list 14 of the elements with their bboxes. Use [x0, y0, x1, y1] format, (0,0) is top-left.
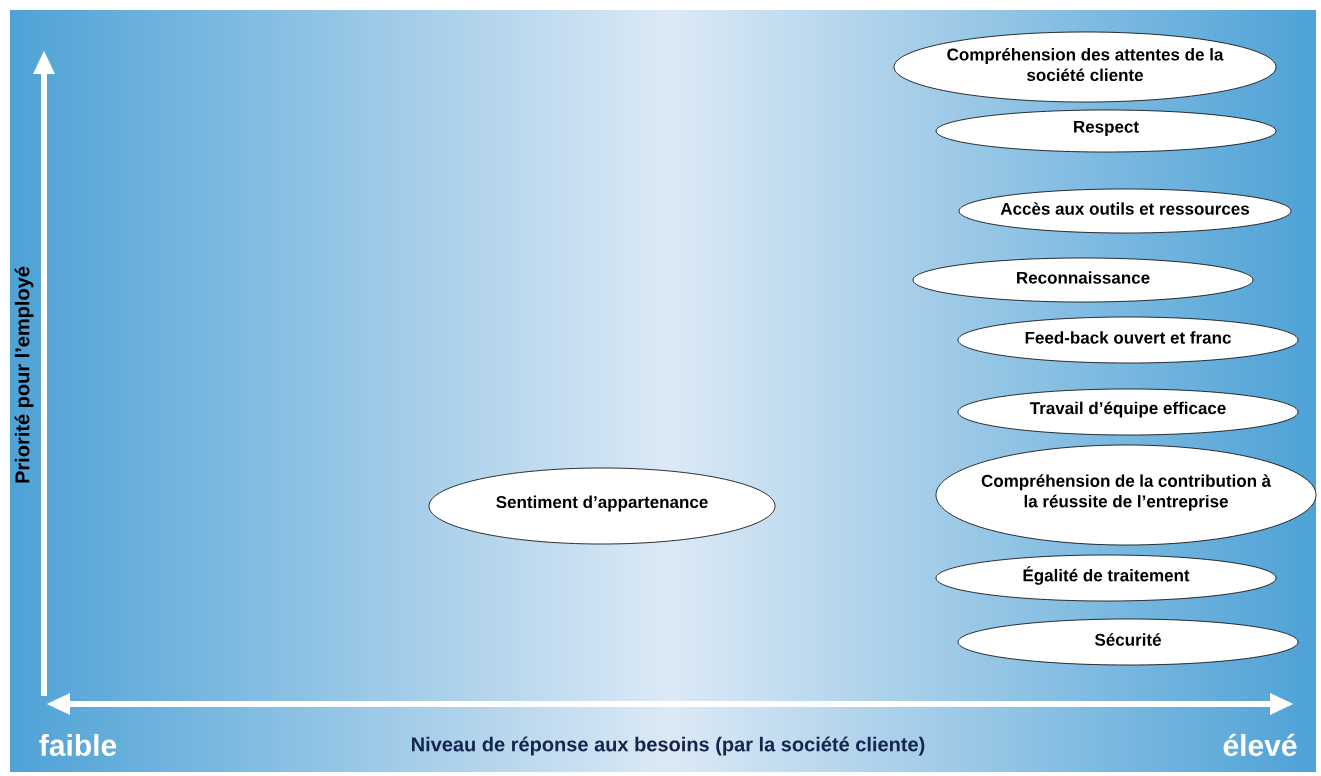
ellipse-node: Compréhension des attentes de la société cliente — [893, 31, 1277, 103]
ellipse-node: Feed-back ouvert et franc — [957, 316, 1299, 364]
ellipse-node: Travail d’équipe efficace — [957, 388, 1299, 436]
axis-title: Niveau de réponse aux besoins (par la société cliente) — [412, 736, 925, 756]
ellipse-node: Sentiment d’appartenance — [428, 467, 776, 545]
axis-end-label: faible — [39, 734, 117, 757]
axis-title: Priorité pour l’employé — [14, 266, 34, 483]
ellipse-node: Compréhension de la contribution à la réussite de l’entreprise — [935, 444, 1317, 546]
ellipse-node: Égalité de traitement — [935, 554, 1277, 602]
ellipse-node: Respect — [935, 109, 1277, 153]
axis-end-label: élevé — [1223, 733, 1297, 757]
ellipse-node: Reconnaissance — [912, 257, 1254, 303]
ellipse-node: Sécurité — [957, 618, 1299, 666]
ellipse-node: Accès aux outils et ressources — [958, 188, 1292, 234]
